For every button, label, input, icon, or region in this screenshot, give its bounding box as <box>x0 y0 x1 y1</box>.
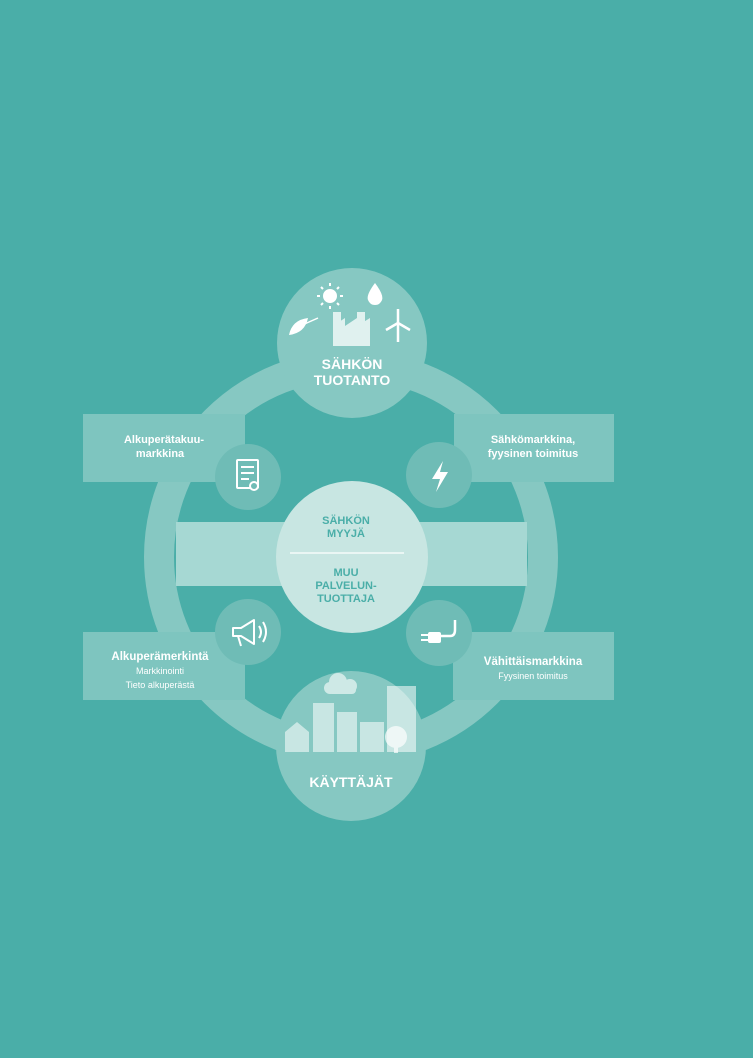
origin-label-sub2: Tieto alkuperästä <box>126 680 195 690</box>
provider-line1: MUU <box>333 567 358 579</box>
electricity-market-box <box>454 414 614 482</box>
provider-line3: TUOTTAJA <box>317 593 375 605</box>
biomass-leaf-icon <box>289 317 319 335</box>
lightning-icon <box>432 461 448 492</box>
city-buildings-icon <box>285 686 416 752</box>
electricity-market-line2: fyysinen toimitus <box>488 448 578 460</box>
origin-guarantee-line1: Alkuperätakuu- <box>124 434 204 446</box>
cloud-icon <box>324 673 357 694</box>
seller-line1: SÄHKÖN <box>322 514 370 527</box>
seller-line2: MYYJÄ <box>327 527 365 540</box>
factory-icon <box>333 312 370 346</box>
certificate-node <box>215 444 281 510</box>
production-title-line2: TUOTANTO <box>314 372 391 388</box>
certificate-icon <box>236 459 259 491</box>
plug-icon <box>421 620 457 643</box>
water-drop-icon <box>367 283 383 305</box>
center-hub <box>276 481 428 633</box>
provider-line2: PALVELUN- <box>315 580 377 592</box>
tree-icon <box>385 726 407 753</box>
megaphone-icon <box>232 619 267 647</box>
users-title: KÄYTTÄJÄT <box>309 774 393 790</box>
origin-label-sub1: Markkinointi <box>136 666 184 676</box>
wind-turbine-icon <box>385 309 411 342</box>
electricity-market-line1: Sähkömarkkina, <box>491 434 575 446</box>
origin-guarantee-line2: markkina <box>136 448 185 460</box>
production-title-line1: SÄHKÖN <box>322 356 383 372</box>
retail-market-title: Vähittäismarkkina <box>484 656 583 668</box>
megaphone-node <box>215 599 281 665</box>
sun-icon <box>317 283 343 309</box>
retail-market-sub1: Fyysinen toimitus <box>498 671 568 681</box>
retail-market-box <box>453 632 614 700</box>
origin-label-title: Alkuperämerkintä <box>111 651 209 663</box>
